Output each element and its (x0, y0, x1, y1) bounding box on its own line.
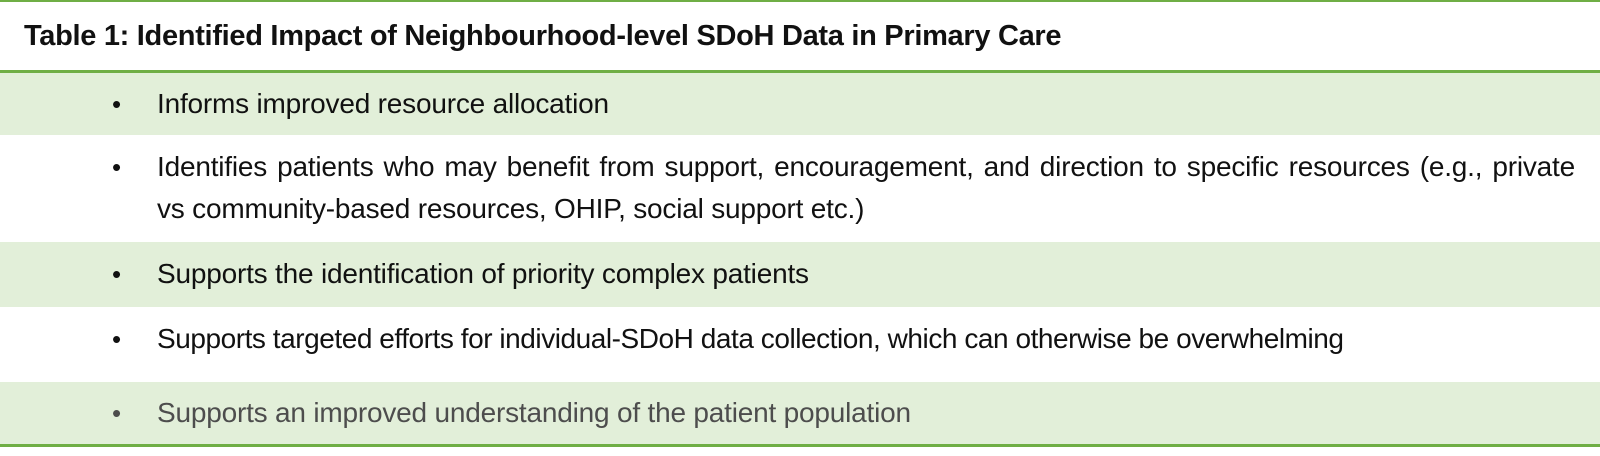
impact-item-text: Identifies patients who may benefit from… (157, 151, 1575, 224)
bottom-rule (0, 444, 1600, 447)
table-row: • Supports an improved understanding of … (0, 382, 1600, 444)
bullet-marker: • (112, 259, 122, 289)
table-row: • Supports the identification of priorit… (0, 242, 1600, 307)
table-header: Table 1: Identified Impact of Neighbourh… (0, 2, 1600, 70)
bullet-marker: • (112, 89, 122, 119)
top-rule (0, 0, 1600, 2)
impact-item-text: Informs improved resource allocation (157, 88, 609, 119)
table-title: Table 1: Identified Impact of Neighbourh… (24, 19, 1062, 52)
table-row: • Informs improved resource allocation (0, 73, 1600, 135)
bullet-marker: • (112, 152, 122, 182)
header-rule (0, 70, 1600, 73)
bullet-marker: • (112, 324, 122, 354)
table-row: • Supports targeted efforts for individu… (0, 307, 1600, 382)
impact-item-text: Supports an improved understanding of th… (157, 397, 911, 428)
impact-item-text: Supports the identification of priority … (157, 258, 809, 289)
table-row: • Identifies patients who may benefit fr… (0, 135, 1600, 242)
impact-item-text: Supports targeted efforts for individual… (157, 323, 1344, 354)
bullet-marker: • (112, 398, 122, 428)
